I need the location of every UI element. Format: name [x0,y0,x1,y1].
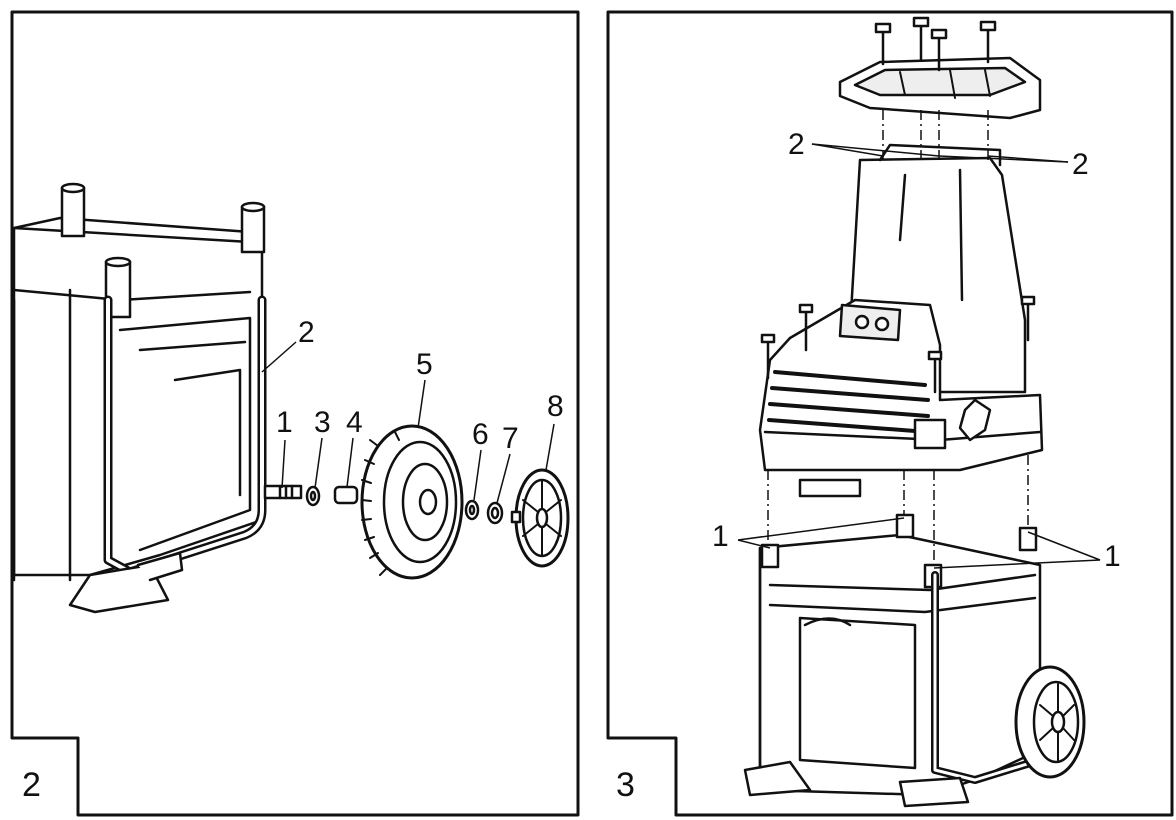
callout-7-washer: 7 [502,422,519,455]
callout-2-right-screws: 2 [1072,148,1089,181]
callout-3-washer: 3 [314,406,331,439]
callout-4-spacer: 4 [346,406,363,439]
callout-5-wheel: 5 [416,348,433,381]
panel-2-leaders [261,341,555,504]
callout-2-left-screws: 2 [788,128,805,161]
panel-3-frame [606,10,1174,817]
callout-8-hub-cap: 8 [547,390,564,423]
panel-3-alignment-lines [767,110,1029,565]
panel-3-leaders [737,143,1101,569]
panel-2-art [12,182,570,614]
panel-2-frame [10,10,580,817]
panel-3-art [743,16,1086,808]
panel-number-3: 3 [616,766,635,804]
callout-1-left-posts: 1 [712,520,729,553]
callout-1-right-posts: 1 [1104,540,1121,573]
panel-number-2: 2 [22,766,41,804]
callout-2-handle: 2 [298,316,315,349]
callout-1-axle: 1 [276,406,293,439]
callout-6-washer: 6 [472,418,489,451]
